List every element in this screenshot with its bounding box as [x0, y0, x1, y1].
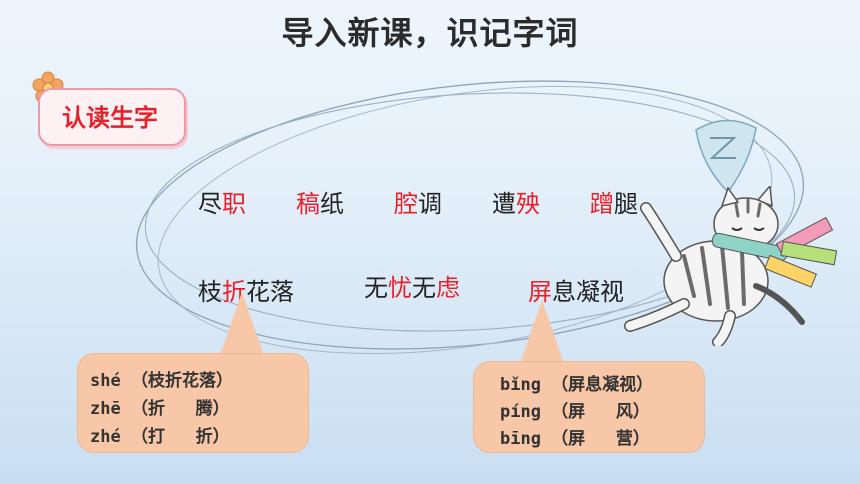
- badge-frame: [38, 88, 186, 146]
- pinyin-line: zhé （打 折）: [90, 427, 230, 447]
- pinyin-line: bīng （屏 营）: [500, 429, 650, 449]
- word-bingxininshi: 屏息凝视: [528, 278, 624, 306]
- badge-label: 认读生字: [62, 104, 158, 132]
- page-title: 导入新课，识记字词: [281, 14, 579, 52]
- word-gaozhi: 稿纸: [296, 190, 344, 218]
- pinyin-line: bǐng （屏息凝视）: [500, 375, 654, 395]
- pinyin-line: zhē （折 腾）: [90, 399, 230, 419]
- word-jinzhi: 尽职: [198, 190, 246, 218]
- word-wuyouwulv: 无忧无虑: [364, 274, 460, 302]
- pinyin-line: píng （屏 风）: [500, 402, 650, 422]
- right-bubble-pointer: [520, 300, 564, 364]
- left-callout: shé （枝折花落） zhē （折 腾） zhé （打 折）: [78, 354, 308, 452]
- right-callout: bǐng （屏息凝视） píng （屏 风） bīng （屏 营）: [474, 362, 704, 452]
- left-bubble-pointer: [220, 292, 264, 356]
- word-qiangdiao: 腔调: [394, 190, 442, 218]
- word-zaoyang: 遭殃: [492, 190, 540, 218]
- word-cengtui: 蹭腿: [590, 190, 638, 218]
- cat-illustration: [624, 186, 838, 346]
- leaf-illustration: [695, 119, 757, 194]
- pinyin-line: shé （枝折花落）: [90, 371, 233, 391]
